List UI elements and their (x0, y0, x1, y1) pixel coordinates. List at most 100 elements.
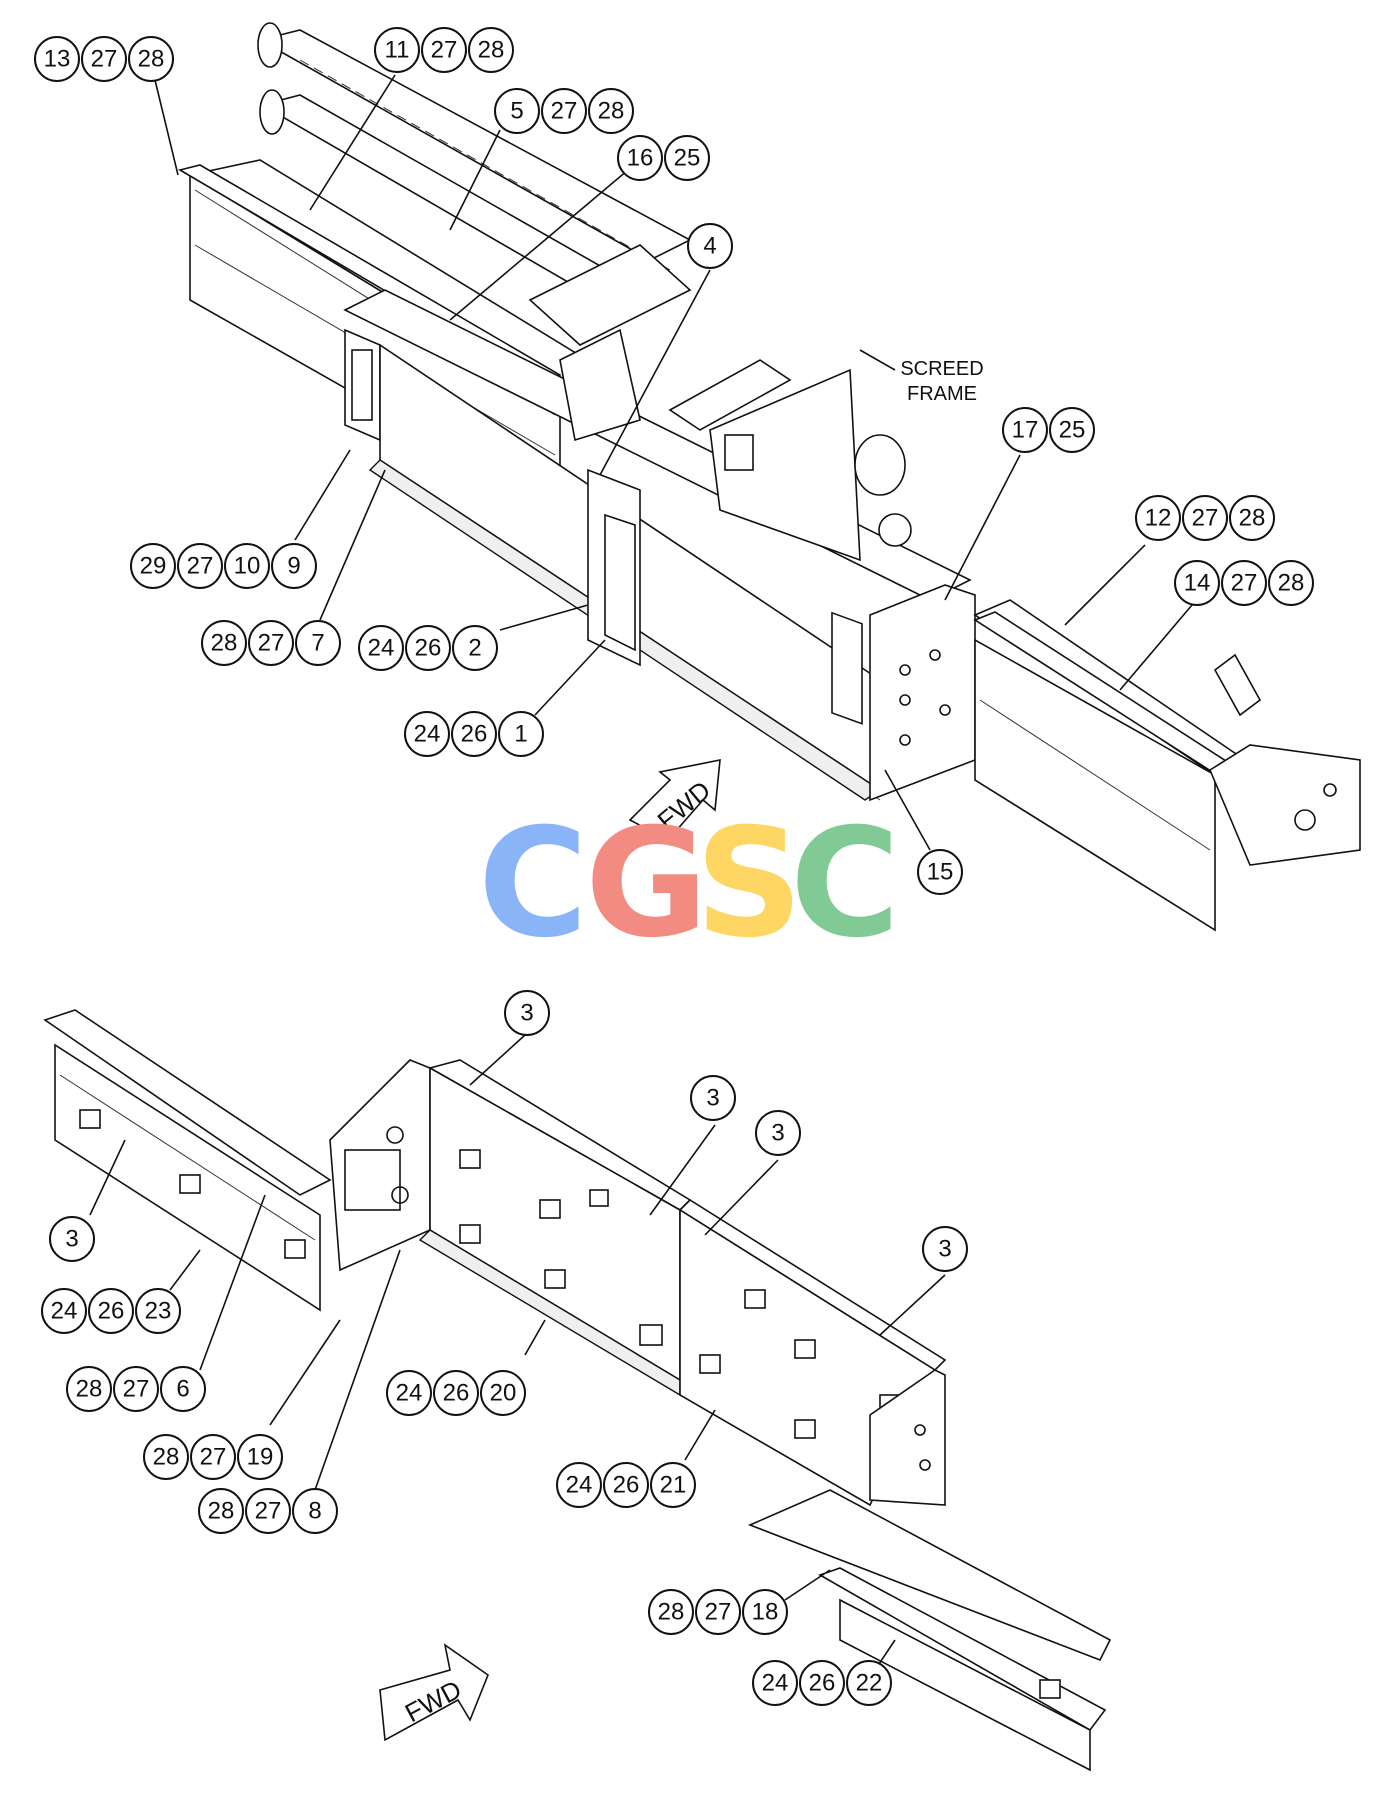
callout-number: 28 (211, 630, 238, 657)
screed-frame-line1: SCREED (900, 358, 983, 380)
callout-number: 24 (566, 1472, 593, 1499)
callout-circle (752, 1660, 798, 1706)
callout-group: 3 (690, 1075, 736, 1121)
callout-circle (135, 1288, 181, 1334)
watermark-letter-g: G (585, 797, 708, 971)
callout-group: 4 (687, 223, 733, 269)
callout-circle (799, 1660, 845, 1706)
callout-group: 24 26 21 (556, 1462, 696, 1508)
callout-number: 13 (44, 46, 71, 73)
callout-number: 28 (1278, 570, 1305, 597)
callout-circle (1174, 560, 1220, 606)
callout-circle (695, 1589, 741, 1635)
callout-number: 23 (145, 1298, 172, 1325)
callout-number: 28 (208, 1498, 235, 1525)
watermark-letter-c2: C (790, 797, 900, 971)
callout-circle (922, 1226, 968, 1272)
callout-circle (650, 1462, 696, 1508)
callout-number: 28 (138, 46, 165, 73)
callout-number: 15 (927, 859, 954, 886)
callout-number: 26 (461, 721, 488, 748)
callout-number: 25 (674, 145, 701, 172)
callout-number: 24 (414, 721, 441, 748)
callout-circle (480, 1370, 526, 1416)
callout-circle (451, 711, 497, 757)
callout-circle (386, 1370, 432, 1416)
callout-circle (113, 1366, 159, 1412)
callout-circle (201, 620, 247, 666)
callout-number: 24 (368, 635, 395, 662)
callout-number: 11 (385, 37, 410, 64)
callout-circle (130, 543, 176, 589)
top-leaders (154, 74, 1193, 851)
callout-number: 28 (478, 37, 505, 64)
callout-circle (160, 1366, 206, 1412)
callout-circle (556, 1462, 602, 1508)
callout-number: 27 (123, 1376, 150, 1403)
callout-circle (498, 711, 544, 757)
callout-circle (755, 1110, 801, 1156)
callout-number: 27 (551, 98, 578, 125)
callout-circle (374, 27, 420, 73)
callout-circle (49, 1216, 95, 1262)
callout-circle (603, 1462, 649, 1508)
callout-circle (421, 27, 467, 73)
callout-circle (245, 1488, 291, 1534)
callout-number: 14 (1184, 570, 1211, 597)
callout-number: 3 (706, 1085, 719, 1112)
callout-circle (1135, 495, 1181, 541)
callout-number: 28 (76, 1376, 103, 1403)
callout-circle (742, 1589, 788, 1635)
callout-circle (664, 135, 710, 181)
callout-number: 8 (308, 1498, 321, 1525)
callout-circle (358, 625, 404, 671)
callout-circle (917, 849, 963, 895)
callout-circle (177, 543, 223, 589)
callout-number: 26 (809, 1670, 836, 1697)
callout-circle (295, 620, 341, 666)
top-screed-assembly (177, 22, 1361, 932)
callout-group: 3 (49, 1216, 95, 1262)
callout-circle (494, 88, 540, 134)
callout-circle (405, 625, 451, 671)
callout-group: 3 (922, 1226, 968, 1272)
callout-circle (198, 1488, 244, 1534)
callout-number: 24 (51, 1298, 78, 1325)
callout-number: 19 (247, 1444, 274, 1471)
callout-circle (190, 1434, 236, 1480)
callout-circle (66, 1366, 112, 1412)
callout-group: 24 26 23 (41, 1288, 181, 1334)
callout-number: 5 (510, 98, 523, 125)
callout-circle (1229, 495, 1275, 541)
callout-circle (690, 1075, 736, 1121)
callout-circle (248, 620, 294, 666)
callout-number: 2 (468, 635, 481, 662)
callout-circle (846, 1660, 892, 1706)
callout-number: 3 (771, 1120, 784, 1147)
callout-circle (34, 36, 80, 82)
callout-circle (588, 88, 634, 134)
callout-number: 21 (660, 1472, 687, 1499)
callout-number: 29 (140, 553, 167, 580)
callout-circle (41, 1288, 87, 1334)
callout-number: 7 (311, 630, 324, 657)
callout-number: 26 (98, 1298, 125, 1325)
callout-group: 3 (504, 990, 550, 1036)
callout-number: 26 (613, 1472, 640, 1499)
callout-number: 27 (431, 37, 458, 64)
callout-group: 15 (917, 849, 963, 895)
callout-number: 28 (658, 1599, 685, 1626)
callout-circle (468, 27, 514, 73)
bottom-leaders (89, 1034, 946, 1671)
callout-number: 24 (762, 1670, 789, 1697)
